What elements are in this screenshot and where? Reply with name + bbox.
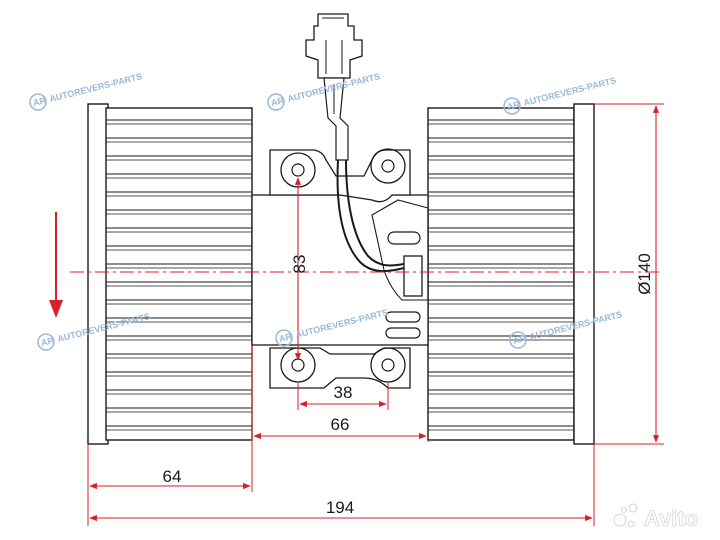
terminal-block — [403, 255, 423, 297]
watermark-text: AUTOREVERS-PARTS — [48, 71, 143, 104]
dimension-lines — [87, 103, 664, 526]
watermark-logo-icon — [275, 329, 293, 347]
svg-text:AR: AR — [506, 99, 522, 112]
watermark-text: AUTOREVERS-PARTS — [522, 75, 617, 108]
dimension-64-label: 64 — [163, 467, 182, 486]
svg-text:AR: AR — [278, 331, 294, 344]
watermark-logo-icon — [267, 93, 285, 111]
dimension-83-label: 83 — [290, 255, 309, 274]
svg-text:AR: AR — [270, 95, 286, 108]
right-fan-blades — [428, 119, 574, 431]
mount-hole-top-right — [370, 148, 406, 184]
avito-logo: Avito — [613, 503, 698, 531]
mount-slot — [387, 231, 421, 245]
connector-wires — [336, 159, 405, 273]
watermark-logo-icon — [29, 93, 47, 111]
watermark-logo-icon — [37, 333, 55, 351]
airflow-arrow — [49, 212, 63, 318]
svg-text:AR: AR — [40, 335, 56, 348]
avito-logo-text: Avito — [644, 506, 698, 531]
mount-slot — [385, 327, 421, 339]
left-fan-wheel — [87, 103, 253, 445]
mount-slot — [385, 311, 421, 323]
left-fan-blades — [106, 119, 252, 431]
electrical-connector — [305, 13, 363, 161]
dimension-194-label: 194 — [326, 498, 354, 517]
svg-text:AR: AR — [32, 95, 48, 108]
dimension-66-label: 66 — [331, 415, 350, 434]
dimension-140-label: Ø140 — [635, 253, 654, 295]
dimension-38-label: 38 — [334, 383, 353, 402]
watermark-logo-icon — [503, 97, 521, 115]
watermark-logo-icon — [509, 331, 527, 349]
right-fan-wheel — [427, 103, 595, 445]
mount-hole-bottom-right — [370, 347, 406, 383]
watermark: AR AUTOREVERS-PARTS — [29, 71, 143, 111]
svg-text:AR: AR — [512, 333, 528, 346]
